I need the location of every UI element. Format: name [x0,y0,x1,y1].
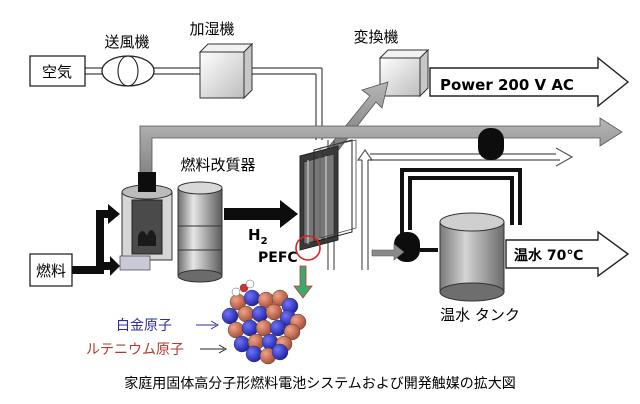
caption: 家庭用固体高分子形燃料電池システムおよび開発触媒の拡大図 [124,375,516,392]
platinum-atom [245,345,263,363]
platinum-atom [221,307,239,325]
ruthenium-atom [227,321,245,339]
platinum-atom [269,319,287,337]
air-label: 空気 [42,63,72,81]
ruthenium-atom [265,303,283,321]
fuel-pipe [72,204,120,276]
blower-label: 送風機 [104,33,149,51]
tank-label: 温水 タンク [440,306,520,324]
adsorbed-molecule-atom [231,287,241,297]
reformer-burner [119,172,173,271]
fuel-reformer: 燃料改質器 [177,156,256,283]
pump-top [478,128,504,160]
catalyst-cluster [221,279,307,365]
reformer-label: 燃料改質器 [180,156,255,174]
air-inlet: 空気 [29,55,86,87]
platinum-pointer [196,320,220,330]
platinum-atom [241,319,259,337]
h2-symbol: H [248,226,261,244]
blower: 送風機 [101,33,155,87]
hot-water-tank: 温水 タンク [439,212,520,324]
water-loop [400,168,522,252]
power-label: Power 200 V AC [440,76,574,94]
zoom-circle [295,235,321,261]
adsorbed-molecule-atom [239,283,249,293]
fuel-input: 燃料 [29,253,73,287]
platinum-atom [243,289,261,307]
hot-water-output-arrow: 温水 70℃ [505,230,630,278]
stack-to-tank-pipe [371,243,405,261]
atom-legend: 白金原子 ルテニウム原子 [86,318,228,358]
zoom-arrow [293,265,313,299]
ruthenium-atom [283,323,301,341]
humidifier-label: 加湿機 [189,20,234,38]
adsorbed-molecule-atom [245,279,255,289]
platinum-atom [251,305,269,323]
ruthenium-atom [237,305,255,323]
pefc-label: PEFC [258,250,298,266]
platinum-atom [271,343,289,361]
h2-label: H2 [248,226,268,247]
air-pipe [85,67,323,140]
ruthenium-label: ルテニウム原子 [86,342,184,358]
ruthenium-atom [255,319,273,337]
platinum-label: 白金原子 [116,318,172,334]
h2-arrow: H2 [224,200,298,247]
fuel-label: 燃料 [36,262,66,280]
pefc-stack: PEFC [258,139,357,266]
power-output-arrow: Power 200 V AC [429,56,630,108]
h2-subscript: 2 [261,236,268,247]
humidifier: 加湿機 [189,20,254,100]
converter-label: 変換機 [353,28,398,46]
converter: 変換機 [353,28,430,98]
ruthenium-pointer [200,344,228,354]
hot-water-label: 温水 70℃ [514,247,583,264]
